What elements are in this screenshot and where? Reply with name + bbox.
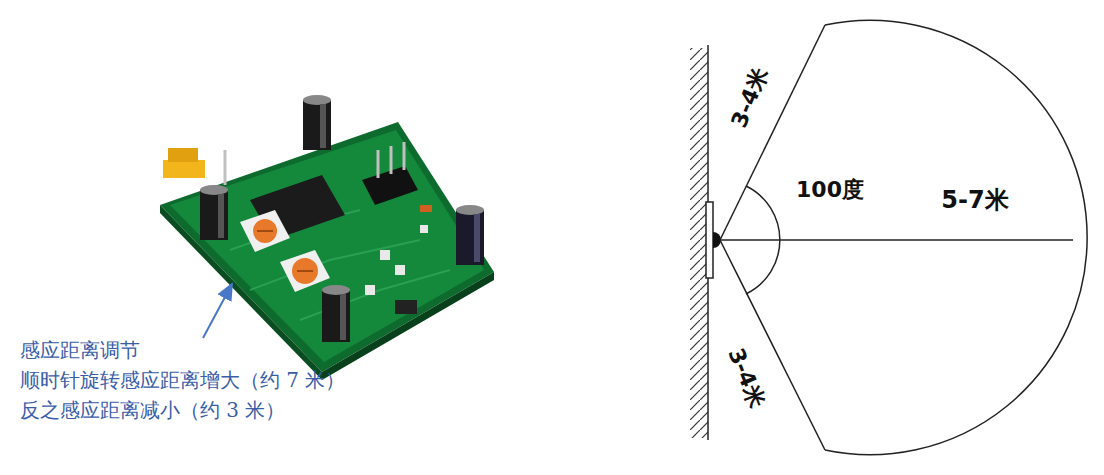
detection-zone (720, 20, 1087, 454)
adjust-note: 反之感应距离减小（约 3 米） (20, 398, 285, 422)
wall (690, 45, 721, 440)
pir-module (160, 95, 494, 380)
range-label: 3-4米 (721, 343, 770, 414)
range-label: 3-4米 (725, 63, 774, 134)
adjust-note: 顺时针旋转感应距离增大（约 7 米） (20, 368, 345, 392)
adjust-note: 感应距离调节 (20, 338, 140, 362)
pointer-arrow (203, 284, 232, 338)
angle-label: 100度 (794, 177, 866, 203)
range-label: 5-7米 (939, 186, 1010, 215)
